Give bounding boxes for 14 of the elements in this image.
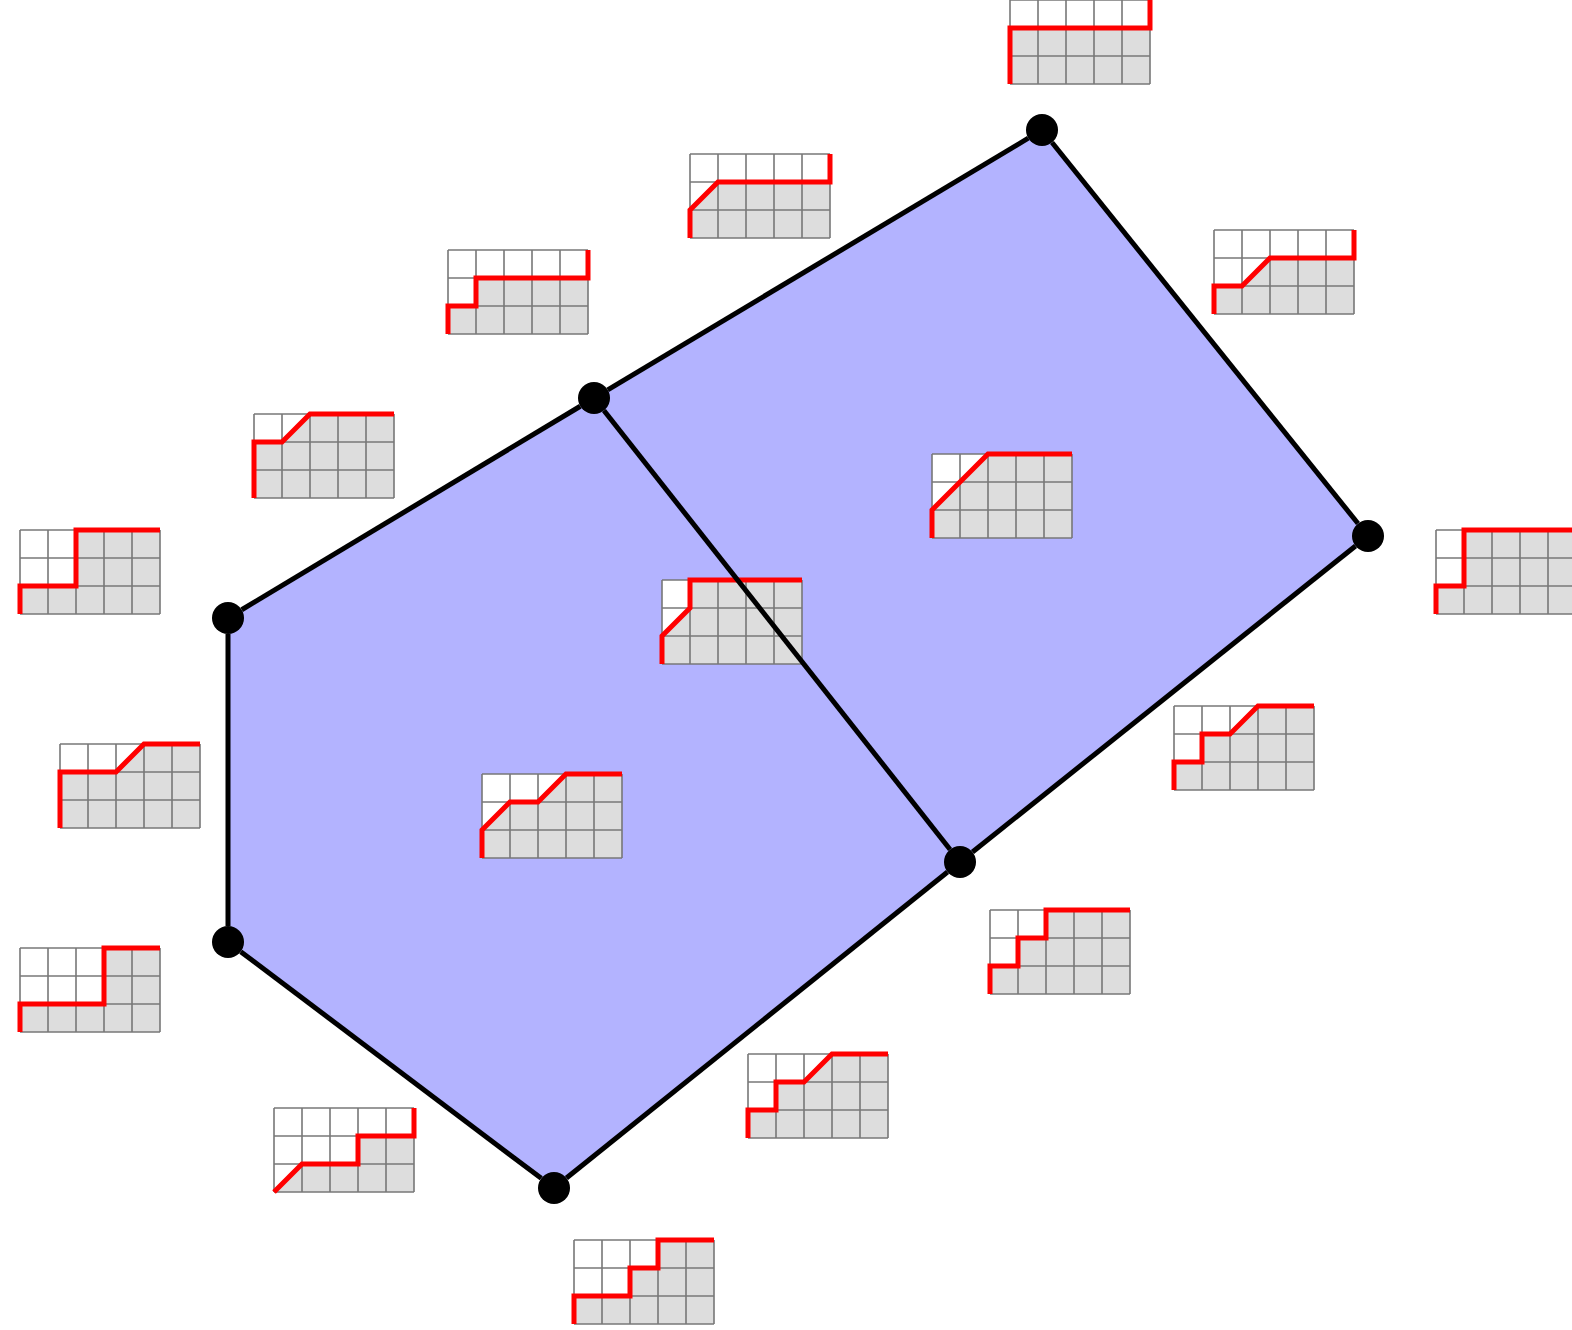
- line: [240, 404, 582, 612]
- line: [601, 409, 953, 851]
- line: [1050, 140, 1360, 526]
- vertex-dot: [1026, 114, 1058, 146]
- line: [606, 136, 1030, 392]
- line: [239, 949, 543, 1181]
- line: [225, 634, 231, 926]
- line: [564, 870, 950, 1180]
- vertex-dot: [578, 382, 610, 414]
- vertex-dot: [212, 602, 244, 634]
- vertex-dot: [538, 1172, 570, 1204]
- line: [970, 544, 1358, 854]
- vertex-dot: [212, 926, 244, 958]
- vertex-dot: [1352, 520, 1384, 552]
